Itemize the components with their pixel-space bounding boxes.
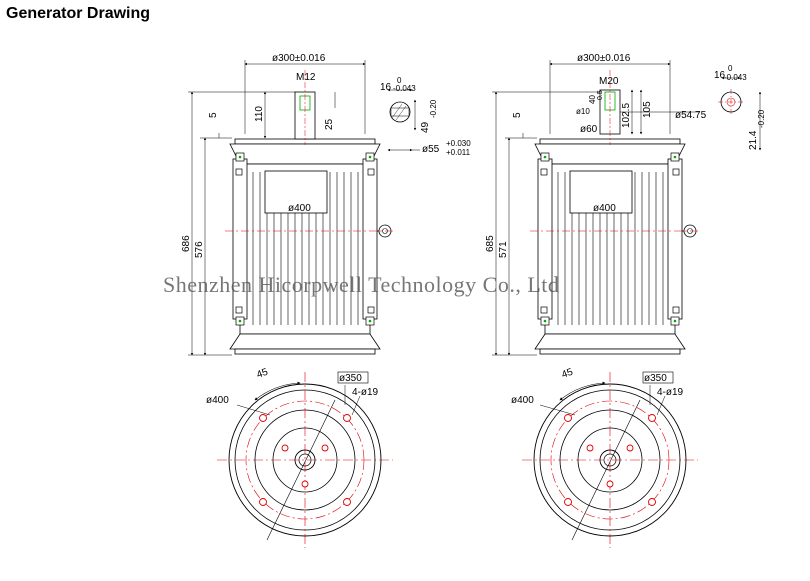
right-flange-height-label: 5: [512, 112, 523, 118]
left-thread-label: M12: [296, 72, 316, 83]
right-thread-tol-label: 0.5: [597, 90, 604, 100]
left-flange-height-label: 5: [208, 112, 219, 118]
right-thread-len-label: ø10: [576, 107, 590, 116]
left-shaft: [294, 70, 316, 145]
right-holes-label: 4-ø19: [657, 387, 684, 398]
right-angle-label: 45: [560, 367, 575, 381]
left-key-tol-bot: -0.043: [393, 84, 416, 93]
left-shaft-fit-label: ø300±0.016: [272, 53, 326, 64]
left-shaft-tol-top: +0.030: [446, 139, 471, 148]
left-thread-height-label: 25: [324, 118, 335, 130]
right-drawing: [492, 60, 762, 548]
left-base-leaders: [236, 385, 361, 416]
left-shaft-section: [389, 101, 411, 123]
right-key-depth-label: 21.4: [748, 130, 759, 150]
right-key-tol-top: 0: [728, 64, 733, 73]
right-base-leaders: [539, 385, 666, 416]
left-key-width-label: 16: [380, 82, 392, 93]
left-shaft-height-label: 110: [254, 106, 265, 122]
left-body-dia-label: ø400: [288, 203, 311, 214]
right-pilot-label: ø60: [580, 124, 598, 135]
left-shaft-tol-bot: +0.011: [446, 148, 471, 157]
page-title: Generator Drawing: [6, 5, 151, 22]
left-key-tol-top: 0: [397, 76, 402, 85]
right-shaft-fit-label: ø300±0.016: [577, 53, 631, 64]
right-body-dia-label: ø400: [593, 203, 616, 214]
right-key-tol-bot: -0.043: [724, 73, 747, 82]
left-total-height-label: 686: [181, 235, 192, 252]
watermark: Shenzhen Hicorpwell Technology Co., Ltd: [163, 272, 559, 297]
right-total-height-label: 685: [485, 235, 496, 252]
left-pcd-label: ø350: [339, 373, 362, 384]
right-flange-dia-label: ø400: [511, 395, 534, 406]
left-holes-label: 4-ø19: [352, 387, 379, 398]
right-side-elevation: [529, 138, 701, 355]
left-key-depth-tol: -0.20: [429, 99, 438, 118]
left-side-elevation: [224, 138, 396, 355]
left-key-depth-label: 49: [420, 121, 431, 133]
right-thread-depth-label: 40: [588, 95, 597, 104]
right-dimension-lines: [492, 60, 762, 356]
left-angle-label: 45: [255, 367, 270, 381]
right-base-view: [522, 372, 698, 548]
left-body-height-label: 576: [194, 241, 205, 258]
right-pcd-label: ø350: [644, 373, 667, 384]
right-thread-label: M20: [599, 76, 619, 87]
left-base-view: [217, 372, 393, 548]
right-key-depth-tol: -0.20: [757, 109, 766, 128]
right-shaft-dia-label: ø54.75: [675, 110, 707, 121]
left-dimension-lines: [188, 60, 420, 356]
right-shaft-section: [718, 89, 744, 115]
right-shaft-height-label: 105: [642, 101, 653, 118]
right-pcd-box: [642, 371, 674, 384]
right-key-width-label: 16: [714, 70, 726, 81]
left-pcd-box: [337, 371, 369, 384]
right-body-height-label: 571: [498, 241, 509, 258]
left-flange-dia-label: ø400: [206, 395, 229, 406]
left-drawing: [188, 60, 420, 548]
right-shaft-height2-label: 102.5: [621, 103, 632, 128]
left-shaft-dia-label: ø55: [422, 144, 440, 155]
